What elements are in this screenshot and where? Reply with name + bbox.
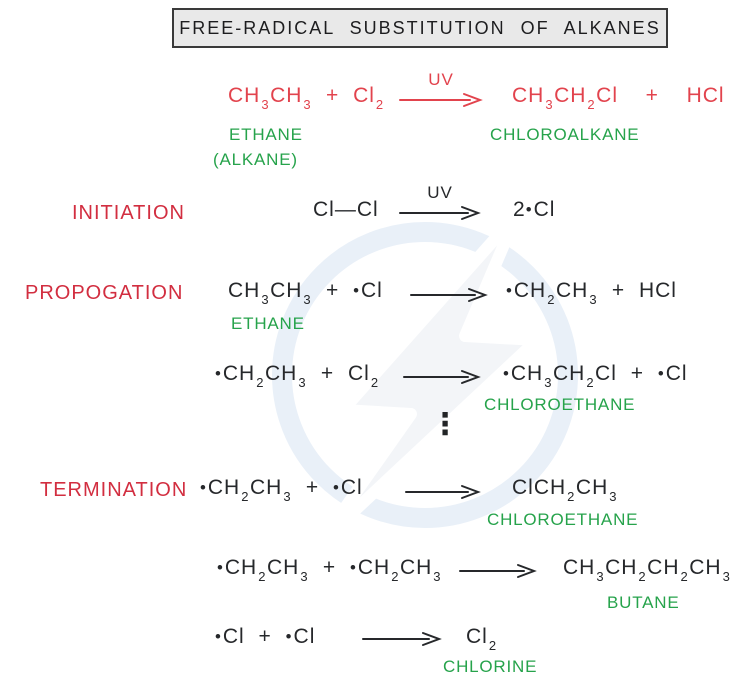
right-arrow-icon bbox=[405, 485, 481, 499]
label-chlorine: CHLORINE bbox=[443, 657, 538, 676]
label-butane: BUTANE bbox=[607, 593, 680, 612]
propagation-step2-rhs: •CH3CH2Cl + •Cl bbox=[503, 362, 688, 390]
right-arrow-icon bbox=[410, 288, 488, 302]
label-chloroethane-propagation: CHLOROETHANE bbox=[484, 395, 636, 414]
termination-step3-lhs: •Cl + •Cl bbox=[215, 625, 316, 648]
uv-condition-label: UV bbox=[427, 183, 453, 202]
label-ethane-propagation: ETHANE bbox=[231, 314, 305, 333]
right-arrow-icon bbox=[403, 370, 481, 384]
continuation-ellipsis: ⋮ bbox=[430, 407, 460, 442]
right-arrow-icon bbox=[459, 564, 537, 578]
overall-reaction-lhs: CH3CH3 + Cl2 bbox=[228, 84, 384, 112]
termination-heading: TERMINATION bbox=[40, 479, 188, 501]
page-title: FREE-RADICAL SUBSTITUTION OF ALKANES bbox=[179, 17, 661, 38]
overall-reaction-rhs: CH3CH2Cl + HCl bbox=[512, 84, 725, 112]
termination-step2-rhs: CH3CH2CH2CH3 bbox=[563, 556, 731, 584]
label-chloroalkane: CHLOROALKANE bbox=[490, 125, 640, 144]
termination-step2-lhs: •CH2CH3 + •CH2CH3 bbox=[217, 556, 442, 584]
initiation-lhs: Cl—Cl bbox=[313, 198, 379, 221]
label-ethane: ETHANE bbox=[229, 125, 303, 144]
propagation-step1-lhs: CH3CH3 + •Cl bbox=[228, 279, 383, 307]
overall-reaction-arrow: UV bbox=[399, 71, 483, 108]
propagation-step2-lhs: •CH2CH3 + Cl2 bbox=[215, 362, 379, 390]
initiation-rhs: 2•Cl bbox=[513, 198, 556, 221]
title-box: FREE-RADICAL SUBSTITUTION OF ALKANES bbox=[172, 8, 668, 48]
termination-step1-lhs: •CH2CH3 + •Cl bbox=[200, 476, 363, 504]
termination-step1-rhs: ClCH2CH3 bbox=[512, 476, 617, 504]
termination-step3-rhs: Cl2 bbox=[466, 625, 497, 653]
propagation-heading: PROPOGATION bbox=[25, 282, 184, 304]
propagation-step1-rhs: •CH2CH3 + HCl bbox=[506, 279, 677, 307]
label-alkane: (ALKANE) bbox=[213, 150, 298, 169]
initiation-heading: INITIATION bbox=[72, 202, 185, 224]
right-arrow-icon bbox=[362, 632, 442, 646]
uv-condition-label: UV bbox=[428, 70, 454, 89]
label-chloroethane-termination: CHLOROETHANE bbox=[487, 510, 639, 529]
initiation-arrow: UV bbox=[399, 184, 481, 221]
right-arrow-icon bbox=[399, 206, 481, 220]
right-arrow-icon bbox=[399, 93, 483, 107]
